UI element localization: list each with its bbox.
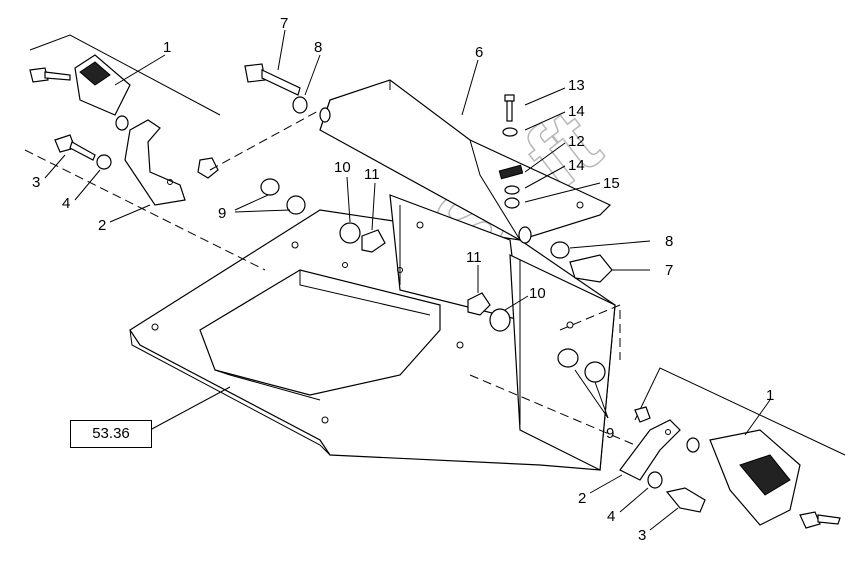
callout-11-right: 11 [466, 249, 482, 266]
callout-6: 6 [475, 44, 483, 61]
callout-2-lower: 2 [578, 490, 586, 507]
callout-1-upper: 1 [163, 39, 171, 56]
callout-8-upper: 8 [314, 39, 322, 56]
callout-12: 12 [568, 133, 585, 150]
dashed-axis-3 [469, 374, 636, 446]
center-left-bushings [260, 178, 386, 253]
callout-15: 15 [603, 175, 620, 192]
callout-13: 13 [568, 77, 585, 94]
callout-14-lower: 14 [568, 157, 585, 174]
callout-3-lower: 3 [638, 527, 646, 544]
leader-lines [44, 29, 771, 531]
callout-9-right: 9 [606, 425, 614, 442]
callout-3-upper: 3 [32, 174, 40, 191]
callout-10-left: 10 [334, 159, 351, 176]
lower-right-mount [619, 367, 846, 529]
callout-7-right: 7 [665, 262, 673, 279]
center-fastener-stack [498, 94, 524, 209]
callout-7-upper: 7 [280, 15, 288, 32]
callout-9-left: 9 [218, 205, 226, 222]
callout-8-right: 8 [665, 233, 673, 250]
upper-left-bolt [244, 63, 308, 114]
callout-4-lower: 4 [607, 508, 615, 525]
callout-14-upper: 14 [568, 103, 585, 120]
dashed-axis-2 [209, 109, 321, 171]
mounting-plate [129, 194, 616, 471]
callout-10-right: 10 [529, 285, 546, 302]
dashed-axis-4 [559, 304, 621, 360]
callout-11-left: 11 [364, 166, 380, 183]
upper-left-mount [29, 34, 221, 206]
callout-1-lower: 1 [766, 387, 774, 404]
callout-4-upper: 4 [62, 195, 70, 212]
top-bracket [319, 79, 612, 244]
callout-labels: 1 1 2 2 3 3 4 4 6 7 7 8 8 9 9 10 10 11 1… [32, 15, 774, 544]
right-bolt [550, 241, 613, 283]
callout-2-upper: 2 [98, 217, 106, 234]
reference-box[interactable]: 53.36 [70, 420, 152, 448]
center-right-bushings [467, 292, 606, 383]
dashed-axis-1 [24, 149, 266, 271]
